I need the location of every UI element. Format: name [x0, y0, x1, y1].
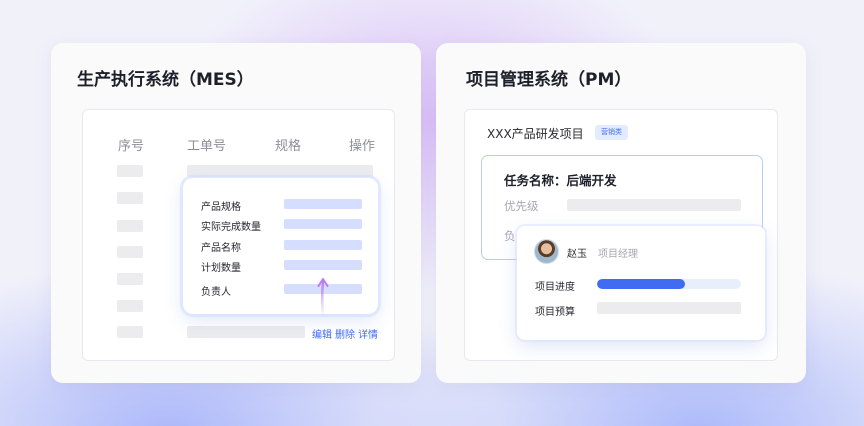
field-value-planned-qty — [284, 260, 362, 270]
column-header-actions: 操作 — [349, 139, 376, 154]
member-name: 赵玉 — [567, 249, 587, 260]
order-detail-popup: 产品规格 实际完成数量 产品名称 计划数量 负责人 — [183, 178, 378, 314]
table-row — [117, 300, 143, 312]
field-label-owner: 负责人 — [201, 287, 231, 298]
table-row-placeholder — [187, 165, 373, 177]
mes-card: 生产执行系统（MES） 序号 工单号 规格 操作 产品规格 实际完成数量 产品名… — [51, 43, 421, 383]
table-row-placeholder — [187, 326, 305, 338]
table-row — [117, 326, 143, 338]
member-card: 赵玉 项目经理 项目进度 项目预算 — [517, 226, 765, 340]
column-header-order-no: 工单号 — [187, 139, 227, 154]
task-priority-value — [567, 199, 741, 211]
pm-project-panel: XXX产品研发项目 营销类 任务名称：后端开发 优先级 负 赵玉 项目经理 项目… — [464, 109, 778, 361]
member-role: 项目经理 — [598, 249, 638, 260]
table-row — [117, 220, 143, 232]
field-value-product-spec — [284, 199, 362, 209]
pm-title: 项目管理系统（PM） — [466, 70, 632, 90]
field-value-product-name — [284, 240, 362, 250]
project-tag-badge: 营销类 — [595, 125, 628, 140]
table-row — [117, 192, 143, 204]
column-header-index: 序号 — [118, 139, 145, 154]
field-label-planned-qty: 计划数量 — [201, 263, 241, 274]
progress-bar-fill — [597, 279, 685, 289]
edit-link[interactable]: 编辑 — [312, 330, 332, 341]
table-row — [117, 165, 143, 177]
task-owner-label: 负 — [504, 229, 516, 243]
field-label-actual-qty: 实际完成数量 — [201, 222, 261, 233]
field-label-product-name: 产品名称 — [201, 243, 241, 254]
field-value-actual-qty — [284, 219, 362, 229]
project-name: XXX产品研发项目 — [487, 127, 584, 141]
column-header-spec: 规格 — [275, 139, 302, 154]
delete-link[interactable]: 删除 — [335, 330, 355, 341]
progress-bar — [597, 279, 741, 289]
row-actions: 编辑删除详情 — [312, 326, 381, 341]
field-label-product-spec: 产品规格 — [201, 202, 241, 213]
details-link[interactable]: 详情 — [358, 330, 378, 341]
table-row — [117, 246, 143, 258]
pm-card: 项目管理系统（PM） XXX产品研发项目 营销类 任务名称：后端开发 优先级 负… — [436, 43, 806, 383]
table-row — [117, 273, 143, 285]
mes-title: 生产执行系统（MES） — [77, 70, 254, 90]
avatar — [534, 239, 559, 264]
mes-table-panel: 序号 工单号 规格 操作 产品规格 实际完成数量 产品名称 计划数量 负责人 — [82, 109, 395, 361]
budget-value — [597, 302, 741, 314]
budget-label: 项目预算 — [535, 307, 575, 318]
cursor-arrow-icon — [317, 278, 329, 320]
progress-label: 项目进度 — [535, 282, 575, 293]
task-priority-label: 优先级 — [504, 199, 539, 213]
task-title: 任务名称：后端开发 — [504, 173, 617, 188]
